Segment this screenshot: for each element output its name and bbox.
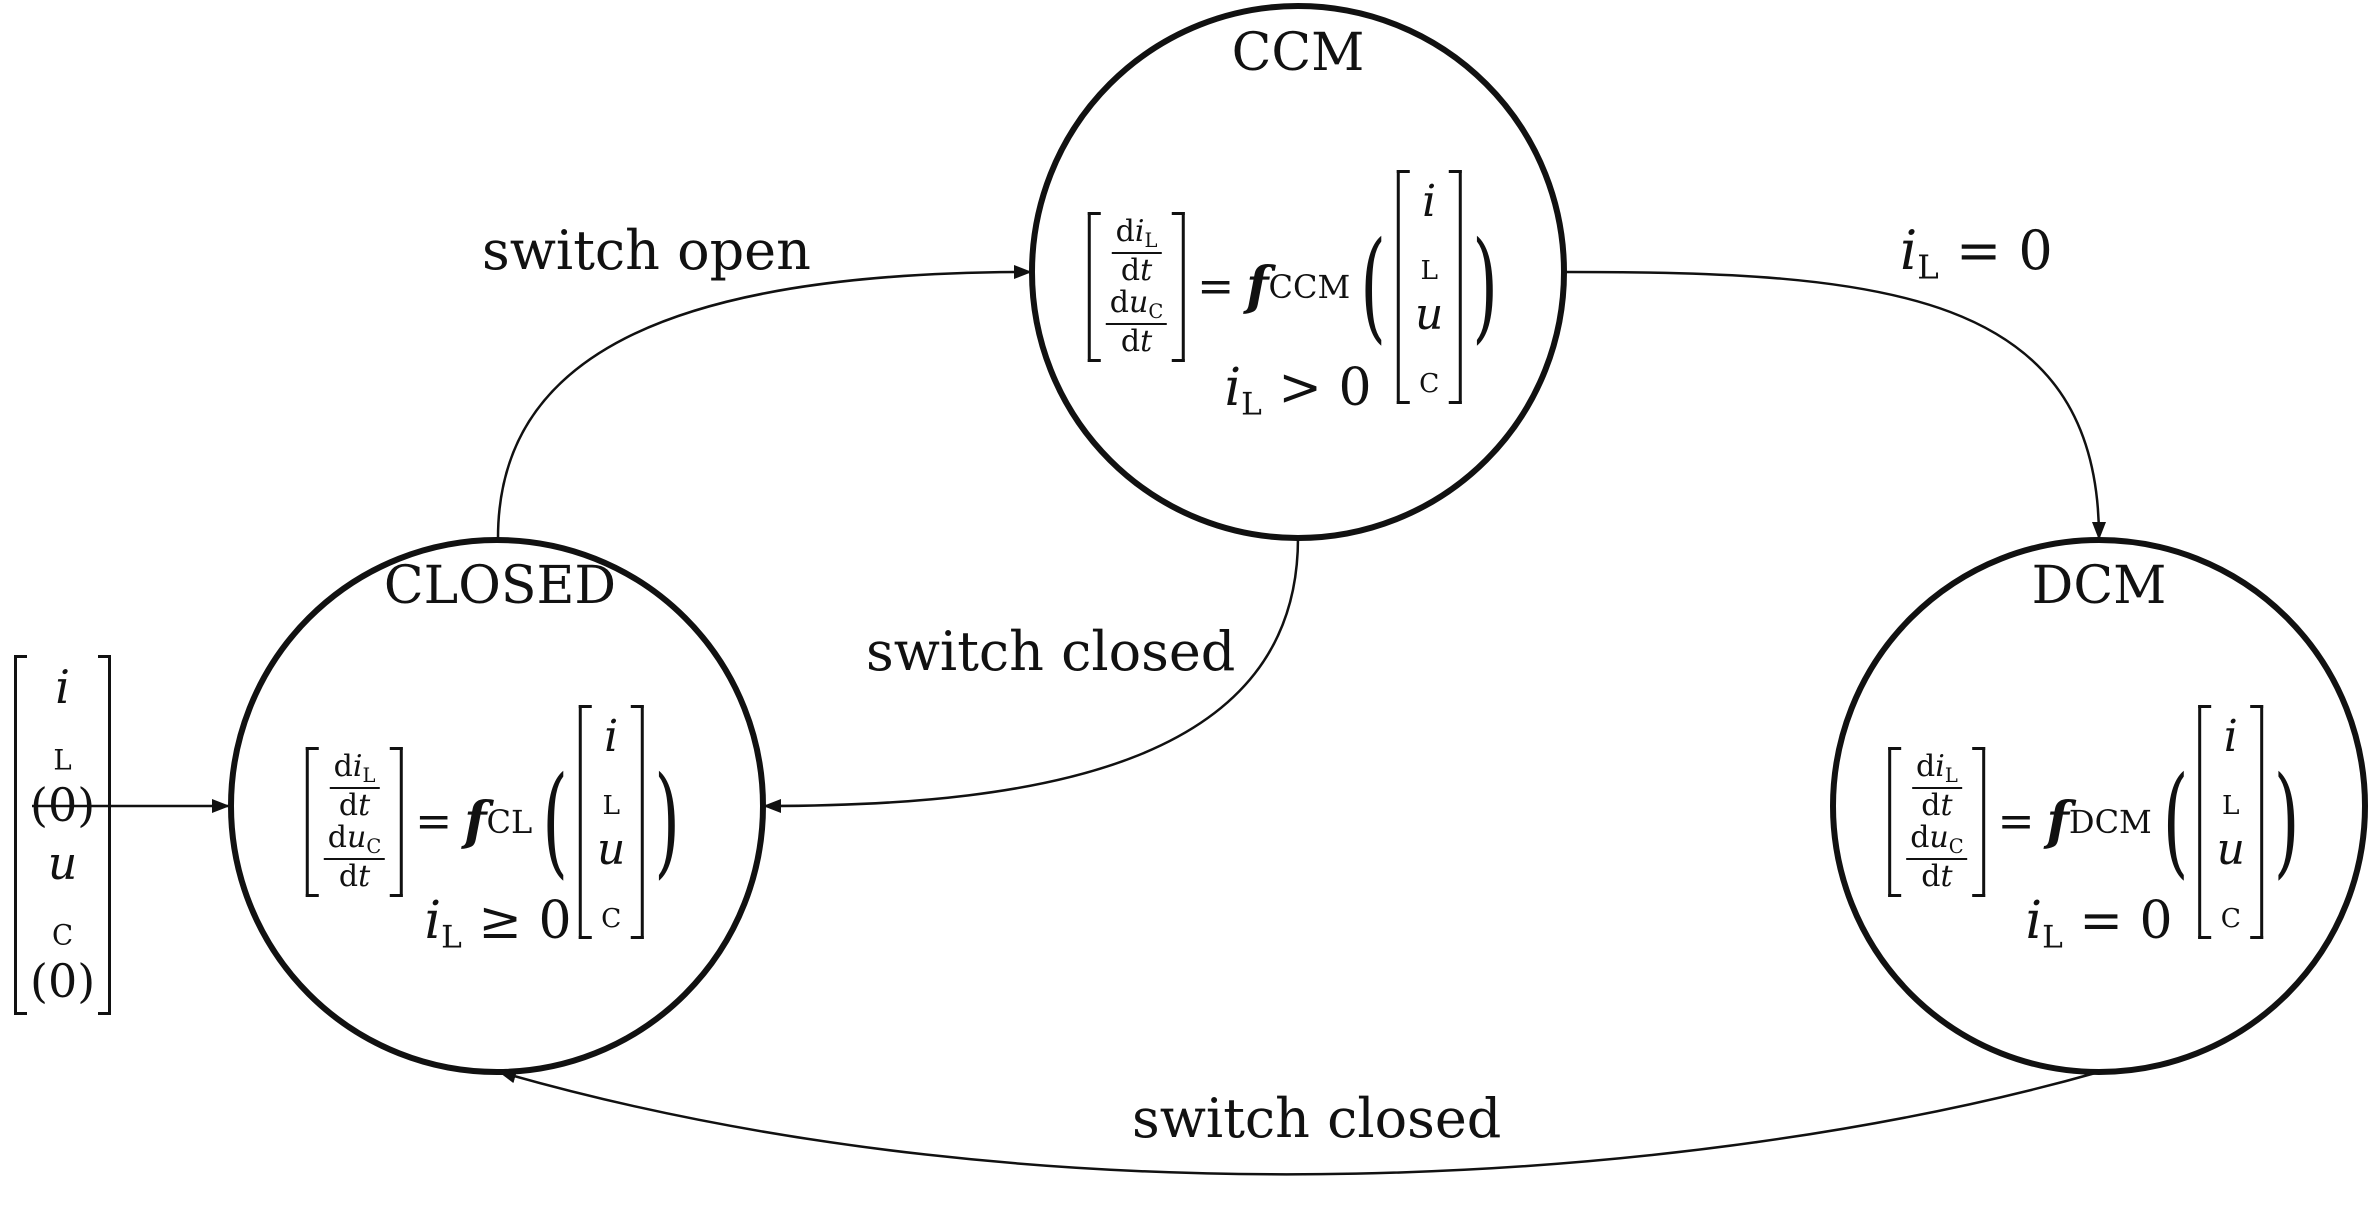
f-ccm: f [1246, 256, 1269, 318]
ccm-state-title: CCM [1231, 23, 1365, 83]
f-cl: f [464, 791, 487, 853]
edge-label-switch-closed-dcm: switch closed [1132, 1087, 1502, 1150]
edge-ccm-to-closed [763, 537, 1300, 813]
closed-state-title: CLOSED [383, 556, 617, 616]
state-closed-circle[interactable] [228, 537, 766, 1075]
f-dcm: f [2046, 791, 2069, 853]
edge-label-switch-open: switch open [482, 219, 811, 282]
edge-closed-to-ccm [496, 265, 1032, 539]
closed-condition: iL ≥ 0 [424, 891, 572, 956]
ccm-condition: iL > 0 [1224, 358, 1372, 423]
edge-ccm-to-dcm [1565, 270, 2106, 540]
edge-label-switch-closed-ccm: switch closed [866, 620, 1236, 683]
edge-label-il-zero: iL = 0 [1900, 219, 2053, 287]
dcm-condition: iL = 0 [2025, 891, 2173, 956]
edge-dcm-to-closed [498, 1069, 2100, 1176]
dcm-state-title: DCM [2031, 556, 2167, 616]
